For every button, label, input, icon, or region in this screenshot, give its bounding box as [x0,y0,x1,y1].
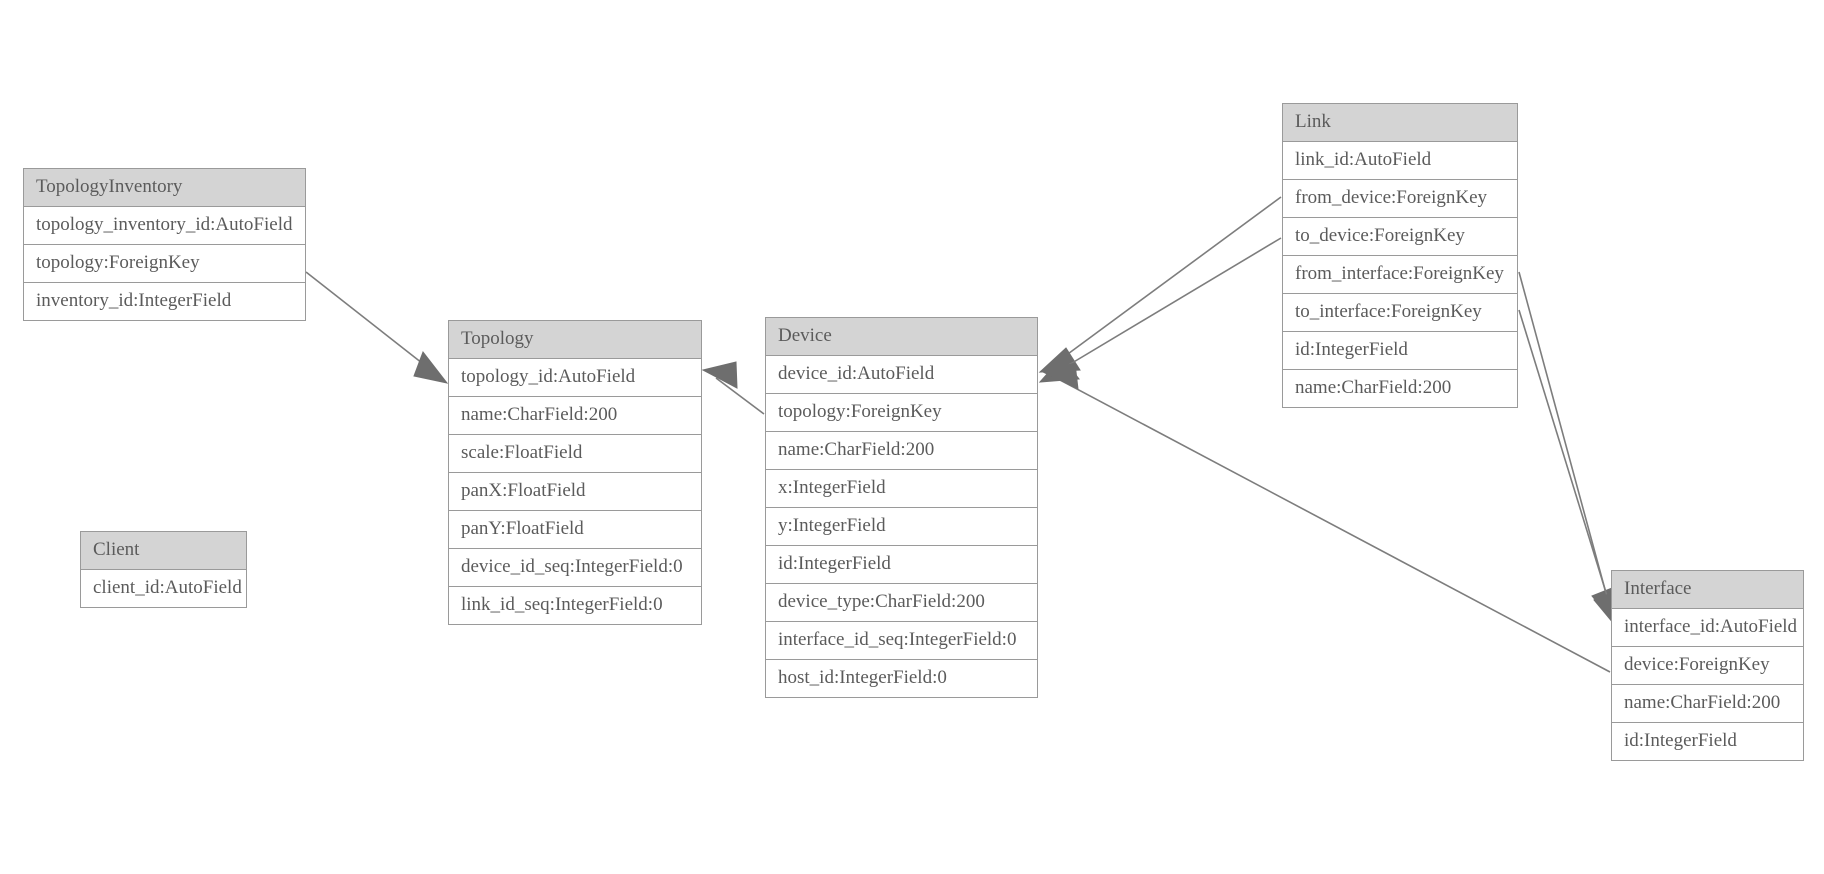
entity-header-topology-inventory: TopologyInventory [24,169,305,207]
arrowhead-icon [701,361,738,389]
field-row[interactable]: interface_id_seq:IntegerField:0 [766,622,1037,660]
field-row[interactable]: scale:FloatField [449,435,701,473]
relationship-topologyinventory-to-topology[interactable] [305,271,449,384]
entity-fields-client: client_id:AutoField [81,570,246,607]
field-row[interactable]: device_type:CharField:200 [766,584,1037,622]
field-row[interactable]: host_id:IntegerField:0 [766,660,1037,697]
field-row[interactable]: id:IntegerField [1612,723,1803,760]
relationship-device-to-topology[interactable] [701,361,765,415]
relationship-line [1056,237,1282,373]
relationship-line [1059,379,1611,673]
relationship-line [1518,271,1611,609]
relationship-link-frominterface-to-interface[interactable] [1518,271,1618,622]
field-row[interactable]: name:CharField:200 [449,397,701,435]
arrowhead-icon [1041,362,1079,390]
relationship-line [1056,196,1282,363]
field-row[interactable]: device:ForeignKey [1612,647,1803,685]
field-row[interactable]: id:IntegerField [766,546,1037,584]
relationship-line [1518,309,1613,613]
field-row[interactable]: topology_id:AutoField [449,359,701,397]
field-row[interactable]: to_interface:ForeignKey [1283,294,1517,332]
field-row[interactable]: interface_id:AutoField [1612,609,1803,647]
field-row[interactable]: client_id:AutoField [81,570,246,607]
arrowhead-icon [413,350,449,384]
field-row[interactable]: device_id:AutoField [766,356,1037,394]
entity-header-device: Device [766,318,1037,356]
field-row[interactable]: name:CharField:200 [766,432,1037,470]
arrowhead-icon [1038,356,1080,383]
relationship-line [715,377,765,415]
field-row[interactable]: panY:FloatField [449,511,701,549]
entity-header-client: Client [81,532,246,570]
relationship-line [305,271,437,375]
relationship-link-tointerface-to-interface[interactable] [1518,309,1620,626]
field-row[interactable]: to_device:ForeignKey [1283,218,1517,256]
field-row[interactable]: topology:ForeignKey [766,394,1037,432]
entity-header-topology: Topology [449,321,701,359]
field-row[interactable]: id:IntegerField [1283,332,1517,370]
field-row[interactable]: topology:ForeignKey [24,245,305,283]
entity-header-link: Link [1283,104,1517,142]
field-row[interactable]: from_interface:ForeignKey [1283,256,1517,294]
field-row[interactable]: x:IntegerField [766,470,1037,508]
field-row[interactable]: from_device:ForeignKey [1283,180,1517,218]
entity-header-interface: Interface [1612,571,1803,609]
field-row[interactable]: topology_inventory_id:AutoField [24,207,305,245]
relationship-link-todevice-to-device[interactable] [1038,237,1282,383]
field-row[interactable]: inventory_id:IntegerField [24,283,305,320]
arrowhead-icon [1038,347,1081,373]
field-row[interactable]: name:CharField:200 [1612,685,1803,723]
field-row[interactable]: device_id_seq:IntegerField:0 [449,549,701,587]
field-row[interactable]: name:CharField:200 [1283,370,1517,407]
field-row[interactable]: panX:FloatField [449,473,701,511]
relationship-interface-device-to-device[interactable] [1041,362,1611,673]
relationship-link-fromdevice-to-device[interactable] [1038,196,1282,373]
field-row[interactable]: link_id_seq:IntegerField:0 [449,587,701,624]
field-row[interactable]: y:IntegerField [766,508,1037,546]
field-row[interactable]: link_id:AutoField [1283,142,1517,180]
